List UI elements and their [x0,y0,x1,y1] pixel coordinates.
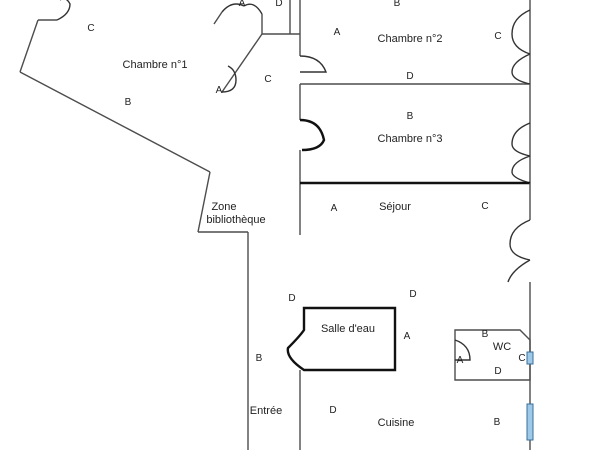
window-fixture [526,403,534,441]
wall-letter: B [407,111,414,122]
wall-letter: C [87,23,94,34]
chambre-2-walls [299,0,531,85]
window-fixture [526,351,534,365]
room-label-entree: Entrée [250,405,282,417]
wall-letter: C [264,74,271,85]
wall-letter: D [494,366,501,377]
wall-letter: B [256,353,263,364]
room-label-zone-bib-2: bibliothèque [206,214,265,226]
wall-letter: A [239,0,246,9]
room-label-chambre-1: Chambre n°1 [123,59,188,71]
wall-letter: D [406,71,413,82]
room-label-chambre-2: Chambre n°2 [378,33,443,45]
wall-letter: D [275,0,282,9]
room-label-cuisine: Cuisine [378,417,415,429]
wall-letter: A [457,355,464,366]
chambre-3-walls [299,84,531,184]
chambre-1-walls [19,0,263,233]
wall-letter: D [329,405,336,416]
wall-letter: B [125,97,132,108]
wall-letter: B [482,329,489,340]
wall-letter: C [518,353,525,364]
wall-letter: B [394,0,401,9]
wall-letter: B [494,417,501,428]
hall-walls [198,0,301,450]
wall-letter: C [481,201,488,212]
wall-letter: D [409,289,416,300]
wall-letter: A [334,27,341,38]
wall-letter: A [331,203,338,214]
wall-letter: C [494,31,501,42]
room-label-chambre-3: Chambre n°3 [378,133,443,145]
wall-letter: A [216,85,223,96]
room-label-salle-eau: Salle d'eau [321,323,375,335]
room-label-zone-bib-1: Zone [211,201,236,213]
salle-eau-walls [286,306,397,450]
wall-letter: D [288,293,295,304]
wall-letter: A [404,331,411,342]
room-label-sejour: Séjour [379,201,411,213]
room-label-wc: WC [493,341,511,353]
